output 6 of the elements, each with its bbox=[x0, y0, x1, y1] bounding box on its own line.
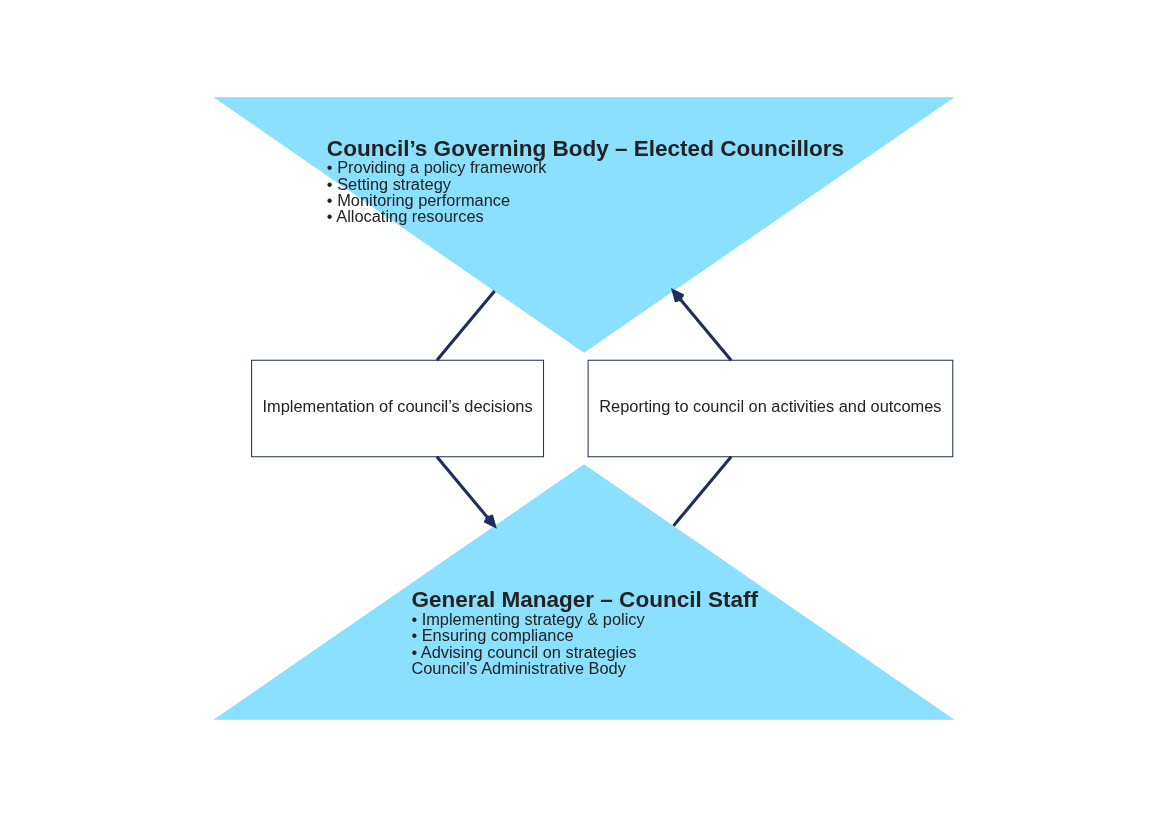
arrow bbox=[435, 455, 496, 527]
node-box: Reporting to council on activities and outcomes bbox=[587, 359, 953, 457]
arrow bbox=[671, 288, 732, 361]
node-box: Implementation of council’s decisions bbox=[250, 359, 544, 457]
connector bbox=[671, 455, 732, 527]
connector bbox=[435, 289, 496, 361]
